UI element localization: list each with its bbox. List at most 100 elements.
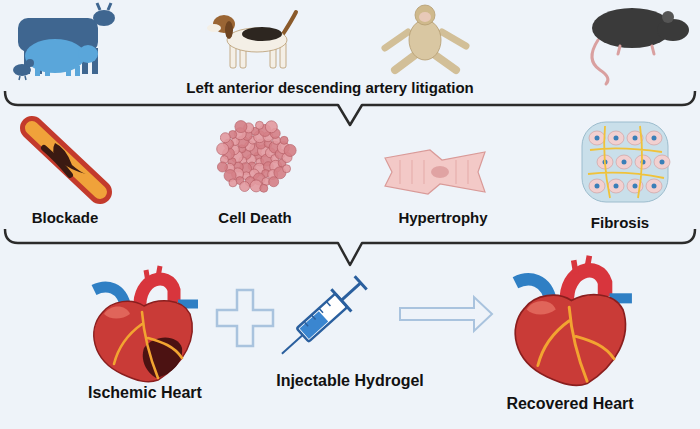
label: Left anterior descending artery litigati… [186, 80, 474, 97]
plaque [44, 148, 70, 175]
dead-cell [240, 181, 250, 191]
label: Cell Death [218, 210, 291, 227]
fibrotic-cell [646, 179, 662, 193]
tick [312, 315, 316, 319]
dog-icon [207, 12, 296, 68]
dead-cell [284, 144, 296, 156]
fibrotic-cell [646, 131, 662, 145]
label: Recovered Heart [506, 395, 633, 413]
heart-body [515, 295, 625, 386]
tick [326, 302, 330, 306]
dead-cell [217, 143, 229, 155]
cow-head [93, 10, 115, 26]
syringe-icon [272, 272, 371, 365]
recovered-heart-icon [515, 256, 632, 386]
aorta-branch [574, 256, 590, 274]
dead-cell [280, 136, 288, 144]
cell-nucleus [633, 184, 638, 189]
striation [467, 160, 468, 184]
artery-lumen [32, 128, 100, 192]
pig-leg [35, 66, 40, 76]
cell-nucleus [614, 184, 619, 189]
mouse-icon [592, 8, 689, 84]
blockade-icon [32, 128, 100, 192]
hypertrophy-icon [385, 150, 485, 194]
label: Fibrosis [591, 215, 649, 232]
mouse-tail [592, 40, 608, 84]
fibrotic-cell [589, 179, 605, 193]
cell-nucleus [660, 160, 665, 165]
dog-muzzle [207, 24, 221, 32]
pig-leg [75, 66, 80, 76]
monkey-face [419, 12, 431, 22]
coronary-artery [538, 307, 614, 381]
striation [423, 160, 424, 184]
artery-wall [32, 128, 100, 192]
ischemic-heart-icon [94, 266, 198, 382]
plus-sign [217, 290, 273, 346]
fibrotic-cell [635, 155, 651, 169]
fibrotic-cell [608, 179, 624, 193]
chicken-head [26, 59, 34, 67]
result-arrow [400, 297, 492, 331]
hydrogel [300, 311, 329, 339]
dead-cell [217, 162, 227, 172]
fibrotic-cell [608, 131, 624, 145]
pig-head [78, 45, 98, 63]
dog-body [227, 28, 287, 52]
dead-cell [265, 121, 277, 133]
cell-nucleus [595, 136, 600, 141]
pig-leg [66, 66, 71, 76]
cow-horn [97, 3, 111, 10]
dead-cell [269, 177, 279, 187]
heart-body [94, 301, 192, 382]
needle [282, 335, 303, 354]
dog-saddle [242, 27, 282, 41]
fibrotic-cell [654, 155, 670, 169]
fibrosis-icon [582, 122, 670, 202]
dog-tail [283, 12, 296, 34]
striation [411, 160, 412, 184]
cell-nucleus [633, 136, 638, 141]
cell-nucleus [652, 136, 657, 141]
label: Ischemic Heart [88, 384, 202, 402]
mouse-feet [618, 46, 654, 54]
striation [455, 160, 456, 184]
dead-cell [256, 121, 264, 129]
label: Injectable Hydrogel [276, 372, 424, 390]
collagen-fiber [588, 126, 664, 198]
atrium [104, 307, 130, 319]
fibrotic-cell [589, 131, 605, 145]
coronary-artery [114, 312, 182, 378]
farm-animals-icon [13, 3, 115, 80]
label: Hypertrophy [398, 210, 487, 227]
plunger [335, 276, 366, 307]
bracket [5, 91, 695, 125]
dog-ear [225, 21, 233, 39]
dead-cell [260, 184, 268, 192]
atrium [527, 301, 556, 314]
monkey-icon [385, 5, 466, 70]
chicken-legs [19, 76, 26, 80]
mouse-head [657, 19, 689, 41]
monkey-body [409, 20, 441, 60]
pig-leg [45, 66, 50, 76]
tick [304, 322, 308, 326]
mouse-ear [662, 11, 674, 23]
label: Blockade [32, 210, 99, 227]
cell-nucleus [614, 136, 619, 141]
barrel [297, 294, 348, 342]
dead-cell [229, 179, 237, 187]
fibrotic-cell [616, 155, 632, 169]
cell-nucleus [431, 166, 449, 178]
tick [319, 308, 323, 312]
cell-death-icon [217, 121, 296, 193]
cell-nucleus [622, 160, 627, 165]
striation [399, 160, 400, 184]
monkey-head [415, 5, 435, 25]
cell-nucleus [595, 184, 600, 189]
dead-cell [220, 133, 230, 143]
cell-nucleus [652, 184, 657, 189]
aorta-branch [146, 266, 160, 282]
